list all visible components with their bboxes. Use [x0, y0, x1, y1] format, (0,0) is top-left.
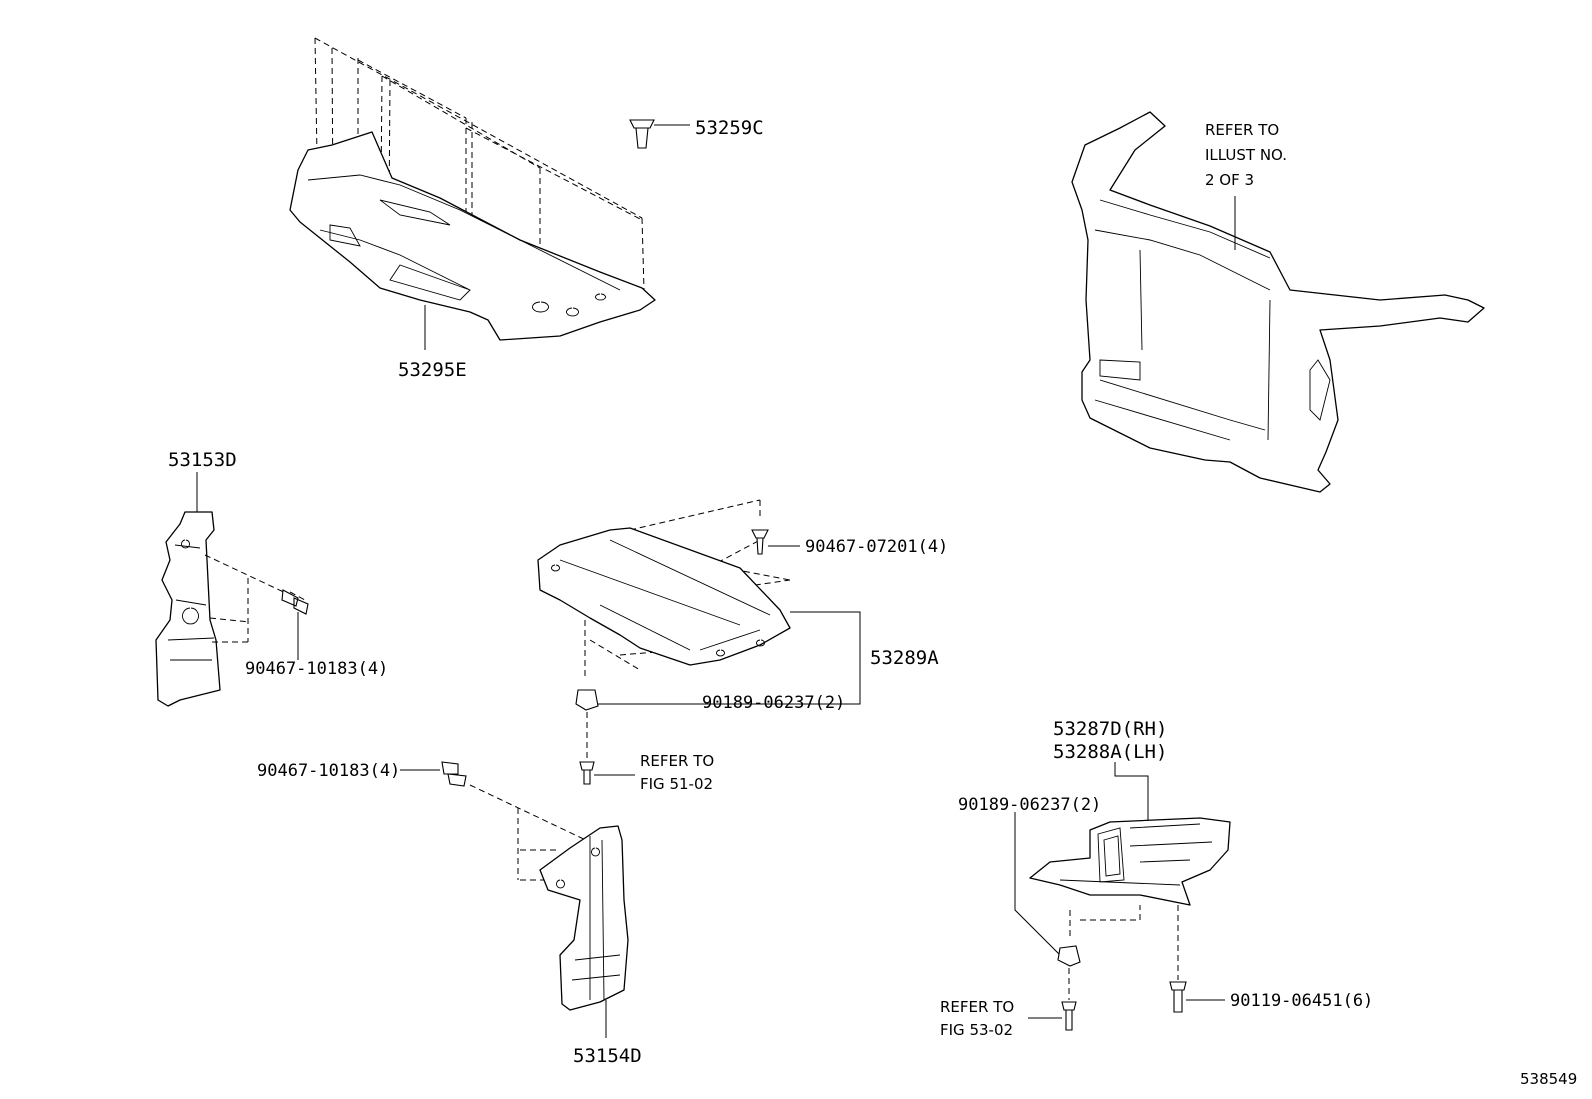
note-illust-line1: REFER TO — [1205, 121, 1279, 139]
label-90467-10183-b: 90467-10183(4) — [257, 761, 400, 781]
note-illust-line2: ILLUST NO. — [1205, 146, 1287, 164]
side-seal-53153d[interactable]: 53153D 90467-10183(4) — [155, 449, 388, 707]
label-90467-07201: 90467-07201(4) — [805, 537, 948, 557]
note-fig5302-line1: REFER TO — [940, 998, 1014, 1016]
label-53289a: 53289A — [870, 647, 939, 669]
label-53259c: 53259C — [695, 117, 764, 139]
side-seal-53154d[interactable]: 90467-10183(4) 53154D — [257, 761, 642, 1067]
radiator-support: REFER TO ILLUST NO. 2 OF 3 — [1071, 111, 1485, 493]
label-90189-06237-a: 90189-06237(2) — [702, 693, 845, 713]
label-90189-06237-b: 90189-06237(2) — [958, 795, 1101, 815]
label-53287d: 53287D(RH) — [1053, 718, 1167, 740]
label-53153d: 53153D — [168, 449, 237, 471]
note-fig5102-line1: REFER TO — [640, 752, 714, 770]
label-53154d: 53154D — [573, 1045, 642, 1067]
note-illust-line3: 2 OF 3 — [1205, 171, 1254, 189]
upper-cover-53295e[interactable]: 53295E — [289, 37, 656, 381]
label-90467-10183-a: 90467-10183(4) — [245, 659, 388, 679]
label-53295e: 53295E — [398, 359, 467, 381]
label-53288a: 53288A(LH) — [1053, 741, 1167, 763]
note-fig5102-line2: FIG 51-02 — [640, 775, 713, 793]
diagram-number: 538549 — [1520, 1070, 1577, 1088]
clip-53259c[interactable]: 53259C — [629, 117, 764, 149]
label-90119-06451: 90119-06451(6) — [1230, 991, 1373, 1011]
note-fig5302-line2: FIG 53-02 — [940, 1021, 1013, 1039]
air-duct-53287d-53288a[interactable]: 53287D(RH) 53288A(LH) 90189-06237(2) REF… — [940, 718, 1373, 1039]
under-cover-53289a[interactable]: 90467-07201(4) 53289A 90189-06237(2) REF… — [537, 499, 948, 793]
